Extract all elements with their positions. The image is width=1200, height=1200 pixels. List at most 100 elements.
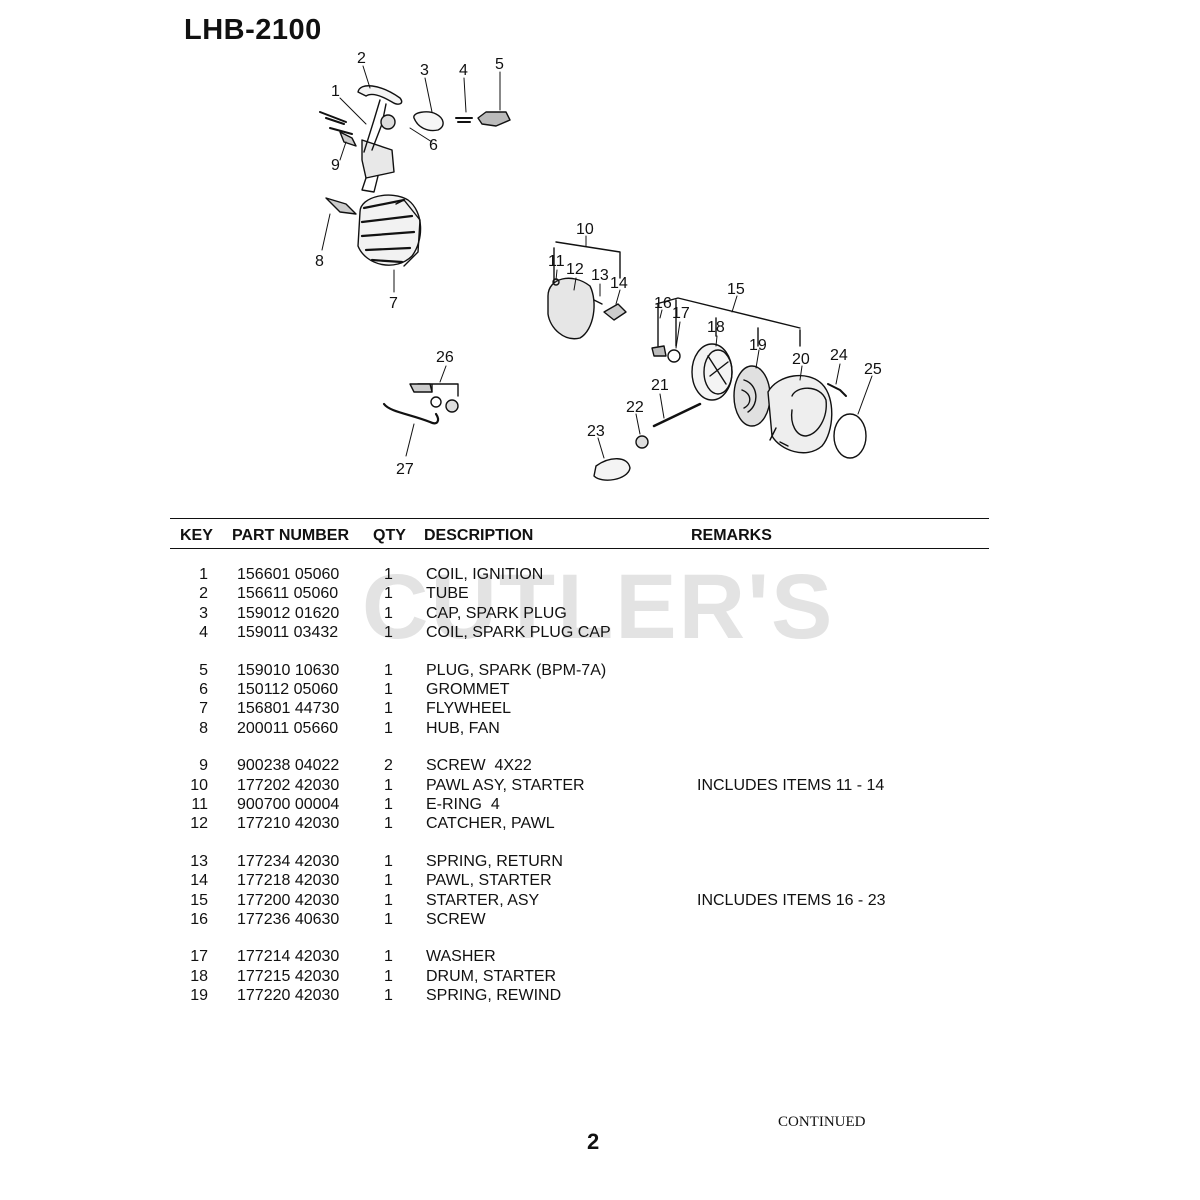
qty-cell: 1 [384, 911, 393, 928]
callout-14: 14 [610, 275, 628, 292]
header-key: KEY [180, 527, 213, 544]
table-row: 18 177215 42030 1 DRUM, STARTER [0, 968, 1000, 988]
part-number-cell: 159011 03432 [237, 624, 339, 641]
qty-cell: 1 [384, 853, 393, 870]
qty-cell: 1 [384, 585, 393, 602]
callout-24: 24 [830, 347, 848, 364]
stop-switch-wire-drawing [382, 383, 459, 425]
part-number-cell: 900238 04022 [237, 757, 340, 774]
callout-numbers: 1 2 3 4 5 6 7 8 9 10 11 12 13 14 15 16 1… [315, 50, 882, 478]
part-number-cell: 177200 42030 [237, 892, 340, 909]
part-number-cell: 159010 10630 [237, 662, 340, 679]
part-number-cell: 177215 42030 [237, 968, 340, 985]
callout-7: 7 [389, 295, 398, 312]
key-cell: 18 [190, 968, 208, 985]
callout-27: 27 [396, 461, 414, 478]
qty-cell: 1 [384, 968, 393, 985]
callout-4: 4 [459, 62, 468, 79]
description-cell: CATCHER, PAWL [426, 815, 555, 832]
description-cell: COIL, SPARK PLUG CAP [426, 624, 611, 641]
qty-cell: 1 [384, 662, 393, 679]
part-number-cell: 150112 05060 [237, 681, 339, 698]
remarks-cell: INCLUDES ITEMS 16 - 23 [697, 892, 886, 909]
description-cell: CAP, SPARK PLUG [426, 605, 567, 622]
qty-cell: 1 [384, 777, 393, 794]
callout-1: 1 [331, 83, 340, 100]
header-part-number: PART NUMBER [232, 527, 350, 544]
callout-6: 6 [429, 137, 438, 154]
description-cell: SPRING, RETURN [426, 853, 563, 870]
callout-17: 17 [672, 305, 690, 322]
qty-cell: 1 [384, 815, 393, 832]
ignition-coil-drawing [319, 85, 511, 193]
key-cell: 16 [190, 911, 208, 928]
key-cell: 6 [199, 681, 208, 698]
description-cell: SCREW [426, 911, 486, 928]
table-row: 12 177210 42030 1 CATCHER, PAWL [0, 815, 1000, 835]
callout-10: 10 [576, 221, 594, 238]
watermark: CUTLER'S [362, 556, 835, 658]
header-remarks: REMARKS [691, 527, 772, 544]
key-cell: 12 [190, 815, 208, 832]
qty-cell: 1 [384, 987, 393, 1004]
part-number-cell: 177202 42030 [237, 777, 340, 794]
callout-5: 5 [495, 56, 504, 73]
continued-note: CONTINUED [778, 1114, 866, 1130]
description-cell: TUBE [426, 585, 469, 602]
callout-13: 13 [591, 267, 609, 284]
callout-12: 12 [566, 261, 584, 278]
qty-cell: 1 [384, 605, 393, 622]
qty-cell: 1 [384, 872, 393, 889]
table-row: 6 150112 05060 1 GROMMET [0, 681, 1000, 701]
callout-21: 21 [651, 377, 669, 394]
key-cell: 7 [199, 700, 208, 717]
callout-19: 19 [749, 337, 767, 354]
key-cell: 11 [191, 796, 208, 813]
description-cell: SPRING, REWIND [426, 987, 562, 1004]
callout-22: 22 [626, 399, 644, 416]
description-cell: STARTER, ASY [426, 892, 540, 909]
table-row: 19 177220 42030 1 SPRING, REWIND [0, 987, 1000, 1007]
description-cell: PAWL ASY, STARTER [426, 777, 585, 794]
key-cell: 5 [199, 662, 208, 679]
part-number-cell: 156601 05060 [237, 566, 340, 583]
part-number-cell: 900700 00004 [237, 796, 340, 813]
qty-cell: 1 [384, 624, 393, 641]
callout-16: 16 [654, 295, 672, 312]
callout-leader-lines [321, 65, 873, 459]
description-cell: GROMMET [426, 681, 510, 698]
part-number-cell: 177210 42030 [237, 815, 340, 832]
qty-cell: 1 [384, 948, 393, 965]
part-number-cell: 177220 42030 [237, 987, 340, 1004]
table-header-rule [170, 548, 989, 549]
description-cell: WASHER [426, 948, 496, 965]
callout-3: 3 [420, 62, 429, 79]
model-title: LHB-2100 [184, 14, 322, 46]
qty-cell: 1 [384, 681, 393, 698]
callout-23: 23 [587, 423, 605, 440]
key-cell: 19 [190, 987, 208, 1004]
description-cell: E-RING 4 [426, 796, 500, 813]
key-cell: 3 [199, 605, 208, 622]
recoil-starter-drawing [593, 297, 867, 481]
key-cell: 2 [199, 585, 208, 602]
part-number-cell: 177218 42030 [237, 872, 340, 889]
description-cell: DRUM, STARTER [426, 968, 557, 985]
part-number-cell: 177214 42030 [237, 948, 340, 965]
callout-8: 8 [315, 253, 324, 270]
starter-pawl-drawing [547, 241, 627, 340]
qty-cell: 1 [384, 700, 393, 717]
part-number-cell: 200011 05660 [237, 720, 339, 737]
